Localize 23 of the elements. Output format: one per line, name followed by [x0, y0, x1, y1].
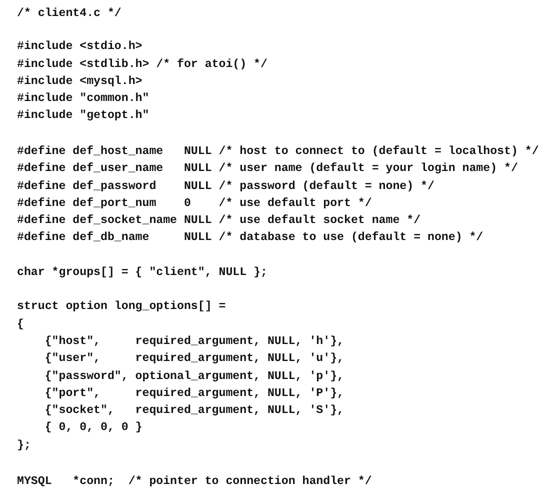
code-line: #include "common.h"	[17, 92, 150, 106]
code-line: {"user", required_argument, NULL, 'u'},	[44, 352, 344, 366]
code-line: #define def_socket_name NULL /* use default socket name */	[17, 214, 421, 228]
code-line: /* client4.c */	[17, 7, 122, 21]
code-line: #define def_user_name NULL /* user name (default = your login name) */	[17, 162, 518, 176]
code-line: struct option long_options[] =	[17, 300, 226, 314]
code-line: #include "getopt.h"	[17, 109, 150, 123]
code-line: #define def_password NULL /* password (default = none) */	[17, 180, 434, 194]
code-line: #include <stdio.h>	[17, 40, 142, 54]
code-line: #define def_host_name NULL /* host to connect to (default = localhost) */	[17, 145, 539, 159]
code-line: char *groups[] = { "client", NULL };	[17, 266, 268, 280]
code-line: #define def_db_name NULL /* database to use (default = none) */	[17, 231, 484, 245]
code-line: {	[17, 318, 24, 332]
code-line: #include <mysql.h>	[17, 75, 142, 89]
code-line: MYSQL *conn; /* pointer to connection handler */	[17, 475, 372, 489]
code-line: #include <stdlib.h> /* for atoi() */	[17, 58, 268, 72]
code-line: { 0, 0, 0, 0 }	[44, 421, 142, 435]
code-line: #define def_port_num 0 /* use default port */	[17, 197, 372, 211]
code-line: };	[17, 439, 31, 453]
code-line: {"password", optional_argument, NULL, 'p'},	[44, 370, 344, 384]
code-line: {"host", required_argument, NULL, 'h'},	[44, 335, 344, 349]
code-line: {"socket", required_argument, NULL, 'S'},	[44, 404, 344, 418]
code-line: {"port", required_argument, NULL, 'P'},	[44, 387, 344, 401]
